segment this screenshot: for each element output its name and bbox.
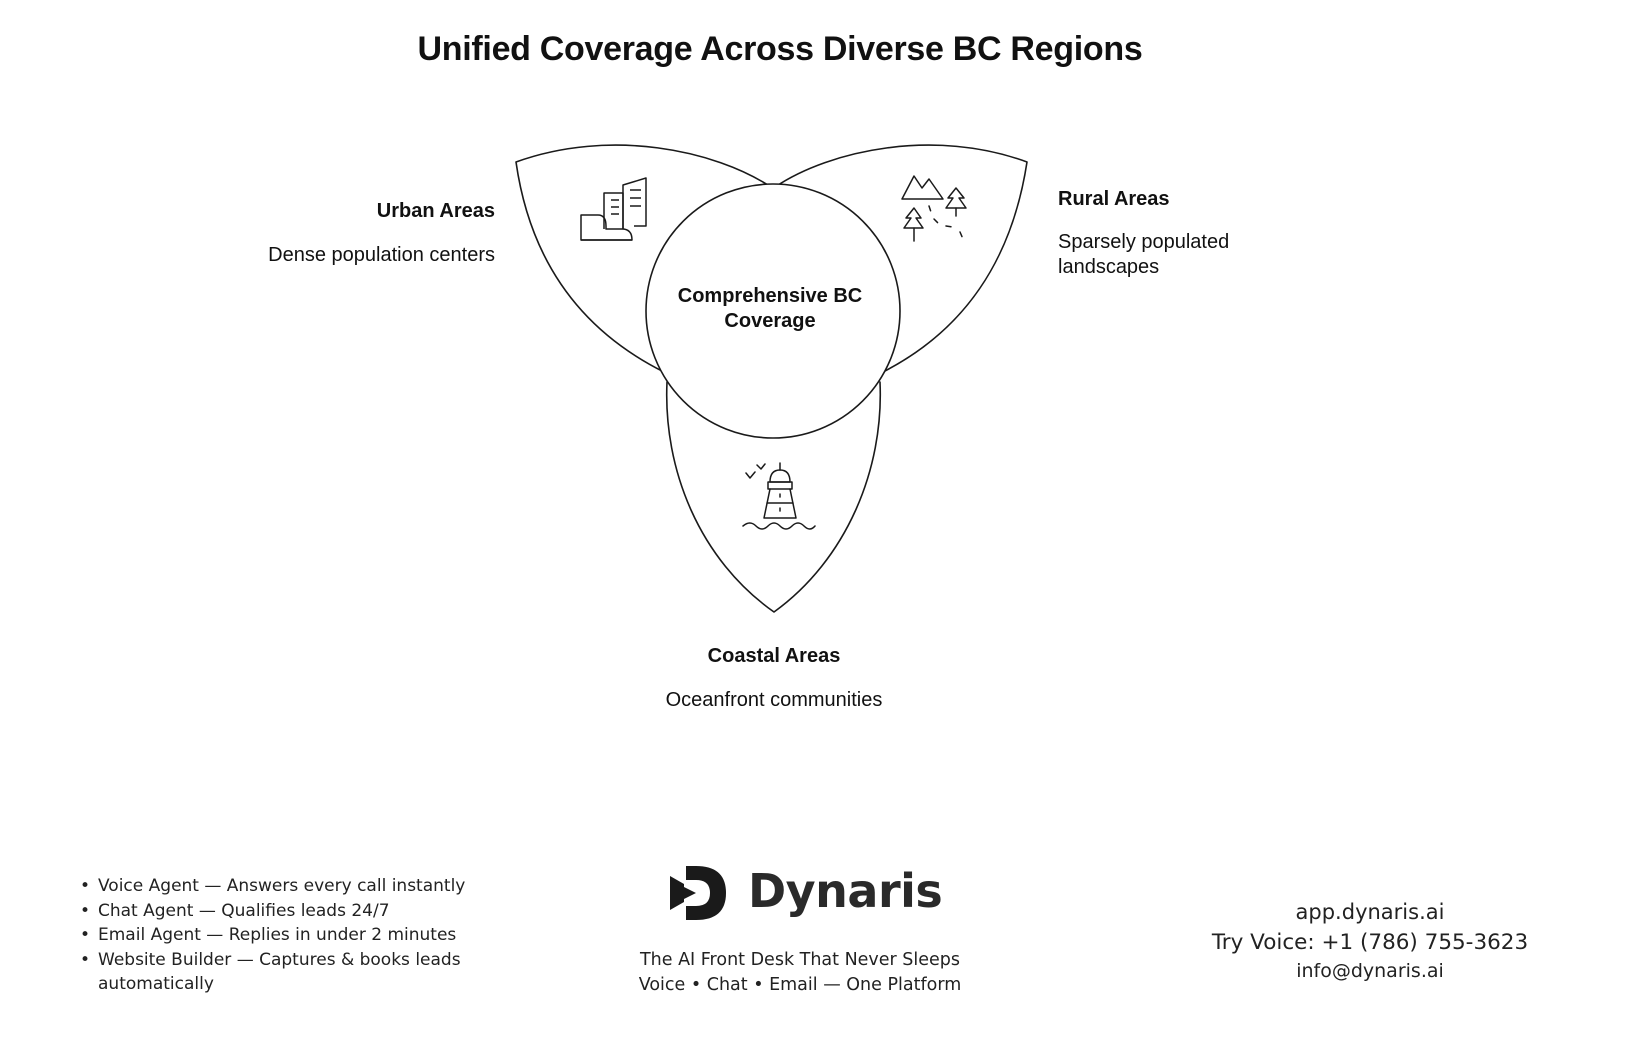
list-item: Website Builder — Captures & books leads…	[78, 948, 478, 997]
urban-description: Dense population centers	[268, 244, 495, 266]
city-buildings-icon	[580, 177, 647, 241]
mountains-trees-icon	[901, 175, 967, 242]
rural-description: Sparsely populated landscapes	[1058, 231, 1230, 278]
urban-petal	[515, 144, 772, 373]
coastal-petal	[665, 381, 882, 613]
brand-name: Dynaris	[748, 864, 943, 918]
coastal-heading: Coastal Areas	[707, 645, 841, 667]
rural-petal	[774, 144, 1028, 373]
list-item: Voice Agent — Answers every call instant…	[78, 874, 478, 899]
list-item: Email Agent — Replies in under 2 minutes	[78, 923, 478, 948]
contact-website[interactable]: app.dynaris.ai	[1295, 900, 1445, 924]
rural-heading: Rural Areas	[1058, 188, 1170, 210]
center-circle	[645, 183, 901, 439]
feature-list: Voice Agent — Answers every call instant…	[78, 874, 478, 997]
brand-subtagline: Voice • Chat • Email — One Platform	[638, 975, 962, 995]
center-label: Comprehensive BC Coverage	[677, 285, 863, 332]
urban-heading: Urban Areas	[376, 200, 495, 222]
dynaris-logo-icon	[670, 866, 726, 920]
brand-tagline: The AI Front Desk That Never Sleeps	[639, 950, 961, 970]
list-item: Chat Agent — Qualifies leads 24/7	[78, 899, 478, 924]
lighthouse-icon	[742, 462, 816, 530]
contact-email[interactable]: info@dynaris.ai	[1296, 960, 1444, 982]
contact-phone[interactable]: Try Voice: +1 (786) 755-3623	[1211, 930, 1529, 955]
coastal-description: Oceanfront communities	[665, 689, 883, 711]
diagram-title: Unified Coverage Across Diverse BC Regio…	[417, 30, 1143, 68]
